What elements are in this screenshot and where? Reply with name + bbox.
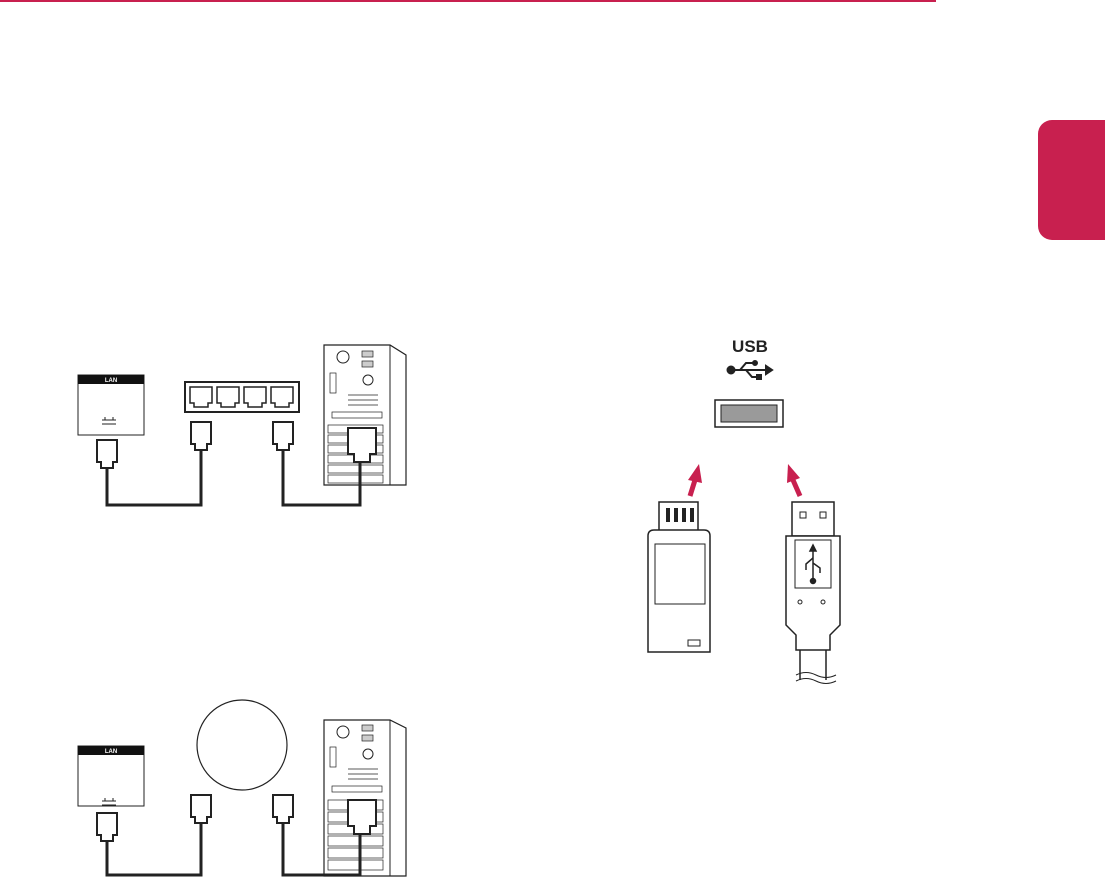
- usb-port-label: USB: [732, 337, 768, 356]
- usb-figure: USB: [630, 330, 870, 695]
- lan-router-diagram: LAN: [70, 340, 410, 520]
- usb-diagram: USB: [630, 330, 870, 695]
- arrow-up-icon: [787, 464, 800, 496]
- internet-cloud-circle: [197, 700, 287, 790]
- lan-internet-figure: LAN: [70, 700, 410, 879]
- language-side-tab: [1038, 120, 1105, 240]
- router-hub: [185, 382, 299, 412]
- lan-cables: [107, 450, 360, 505]
- usb-port: [715, 400, 783, 427]
- lan-cables: [107, 823, 360, 875]
- usb-cable-plug: [786, 502, 840, 684]
- lan-router-figure: LAN: [70, 340, 410, 520]
- monitor-lan-port: LAN: [78, 746, 144, 806]
- arrow-up-icon: [688, 464, 702, 496]
- header-rule: [0, 0, 936, 2]
- usb-memory-stick: [648, 502, 710, 652]
- usb-trident-icon: [728, 361, 773, 379]
- lan-port-label: LAN: [105, 749, 117, 755]
- lan-port-label: LAN: [105, 378, 117, 384]
- pc-tower: [324, 720, 406, 876]
- pc-tower: [324, 345, 406, 485]
- monitor-lan-port: LAN: [78, 375, 144, 435]
- lan-internet-diagram: LAN: [70, 700, 410, 879]
